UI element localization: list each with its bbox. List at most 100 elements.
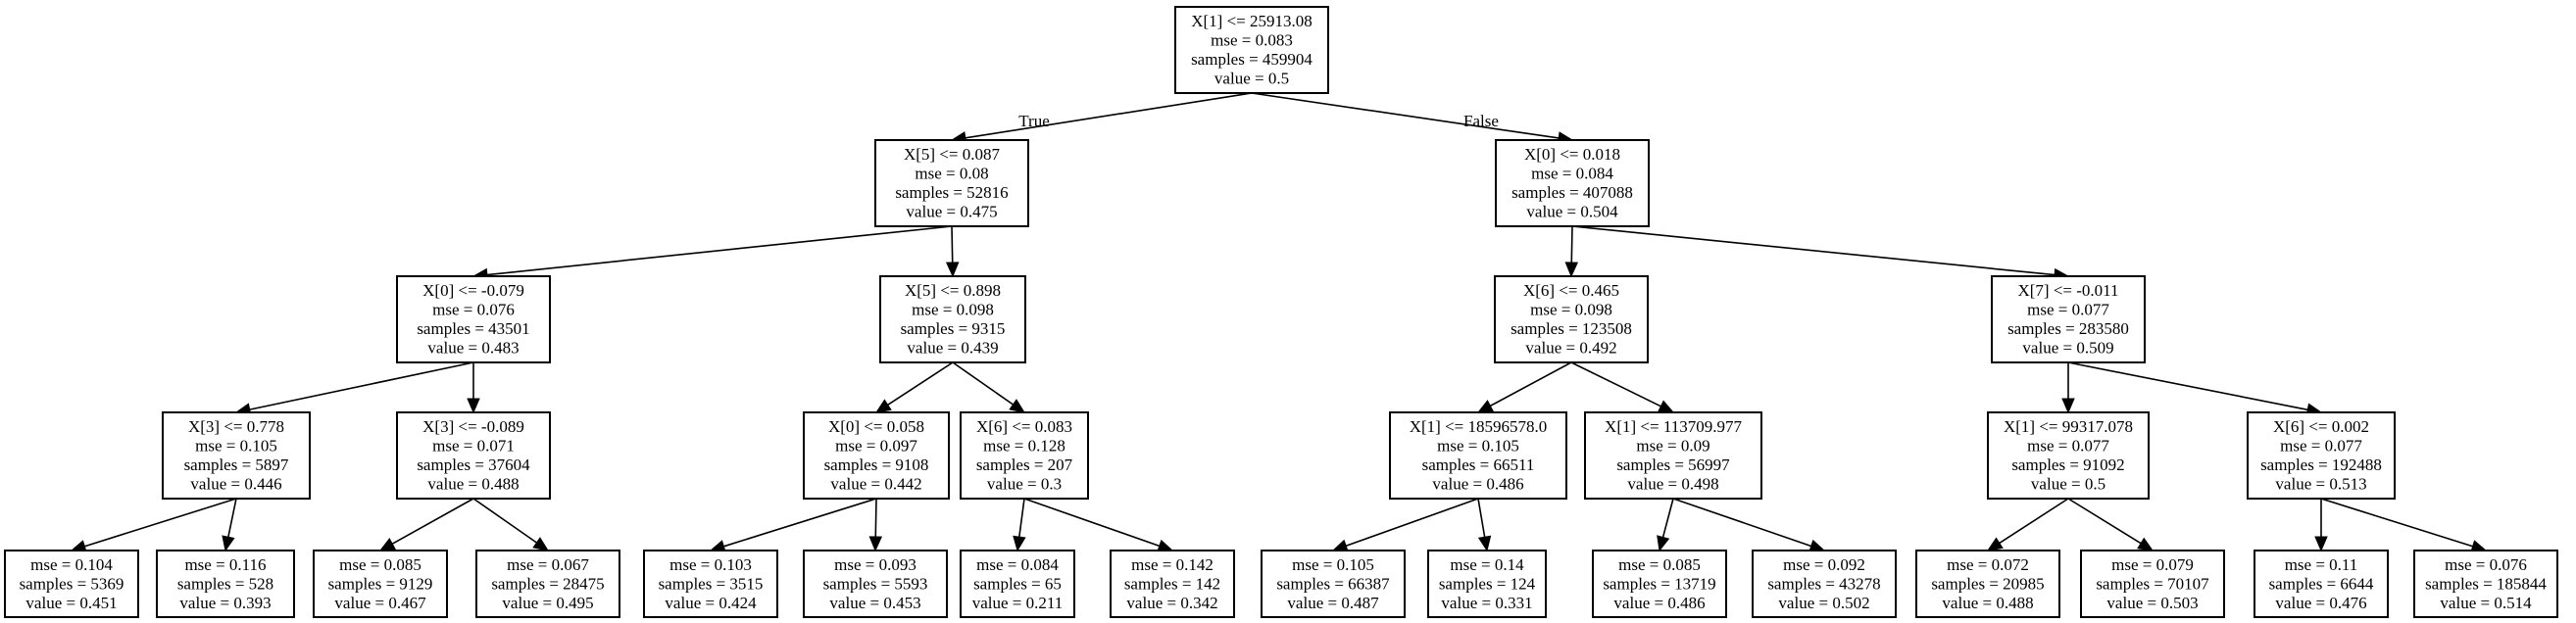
node-line: value = 0.509 [2022,339,2113,358]
edge-line [249,361,474,410]
node-line: mse = 0.142 [1131,555,1214,574]
node-line: samples = 37604 [417,455,530,474]
node-line: value = 0.486 [1432,475,1523,494]
node-line: mse = 0.084 [1531,165,1613,183]
node-line: mse = 0.105 [1292,555,1374,574]
arrowhead-icon [1564,262,1579,278]
edge-line [1571,225,2056,276]
edge-n2-n5 [1564,225,1579,278]
edge-line [1672,498,1812,548]
node-line: mse = 0.08 [915,165,988,183]
edge-n0-n1 [950,92,1253,145]
edge-n2-n6 [1571,225,2070,282]
node-line: samples = 185844 [2425,574,2547,593]
node-line: X[6] <= 0.002 [2273,417,2369,436]
edge-line [965,92,1253,139]
edge-line [1661,498,1674,538]
edge-line [84,498,237,548]
node-line: samples = 56997 [1616,455,1730,474]
node-box [1915,550,2060,618]
edge-line [1999,498,2069,545]
edge-line [874,498,877,538]
edge-n6-n13 [2061,362,2075,414]
node-line: samples = 123508 [1511,319,1632,338]
node-line: mse = 0.072 [1947,555,2029,574]
edge-n7-l1 [70,498,237,553]
node-line: mse = 0.105 [195,437,277,455]
node-box [2080,550,2225,618]
edge-n11-l10 [1477,498,1492,552]
node-box [874,139,1029,227]
node-line: value = 0.5 [2031,475,2105,494]
node-line: samples = 459904 [1191,50,1313,69]
edge-line [1345,498,1479,548]
arrowhead-icon [2314,536,2328,552]
arrowhead-icon [1657,535,1670,552]
node-line: value = 0.488 [1942,594,2033,612]
arrowhead-icon [532,537,550,551]
node-line: value = 0.467 [334,594,426,612]
node-line: samples = 43278 [1767,574,1880,593]
arrowhead-icon [874,399,892,413]
node-line: value = 0.503 [2106,594,2198,612]
edge-n13-l14 [2067,498,2155,551]
node-line: value = 0.451 [25,594,117,612]
edge-n4-n10 [952,361,1026,413]
arrowhead-icon [1986,537,2004,551]
node-line: samples = 70107 [2096,574,2209,593]
node-line: value = 0.424 [665,594,757,612]
node-box [162,411,311,500]
node-box [1752,550,1897,618]
node-box [475,550,620,618]
node-line: value = 0.495 [502,594,593,612]
node-box [1261,550,1406,618]
edge-n9-l6 [868,498,883,552]
arrowhead-icon [945,262,960,278]
edge-n12-l11 [1657,498,1674,552]
node-box [4,550,139,618]
node-line: samples = 9315 [901,319,1006,338]
edge-line [1570,361,1661,407]
node-line: mse = 0.097 [835,437,917,455]
node-line: samples = 5897 [184,455,289,474]
node-line: samples = 66387 [1276,574,1390,593]
edge-line [1023,498,1161,548]
node-line: samples = 5369 [20,574,124,593]
node-line: samples = 407088 [1511,183,1633,202]
node-box [1427,550,1547,618]
node-line: mse = 0.092 [1783,555,1865,574]
node-box [1389,411,1567,500]
edge-line [391,498,474,545]
node-line: value = 0.342 [1126,594,1217,612]
node-line: mse = 0.083 [1211,31,1293,50]
node-line: value = 0.514 [2440,594,2532,612]
node-box [2254,550,2389,618]
node-line: samples = 142 [1124,574,1220,593]
node-line: value = 0.211 [972,594,1064,612]
node-line: value = 0.487 [1287,594,1379,612]
node-box [1174,6,1329,94]
node-box [2247,411,2396,500]
node-line: samples = 65 [973,574,1062,593]
node-line: mse = 0.098 [1530,301,1612,319]
node-line: samples = 66511 [1422,455,1535,474]
edge-n11-l9 [1331,498,1479,552]
edge-n3-n8 [467,362,480,414]
